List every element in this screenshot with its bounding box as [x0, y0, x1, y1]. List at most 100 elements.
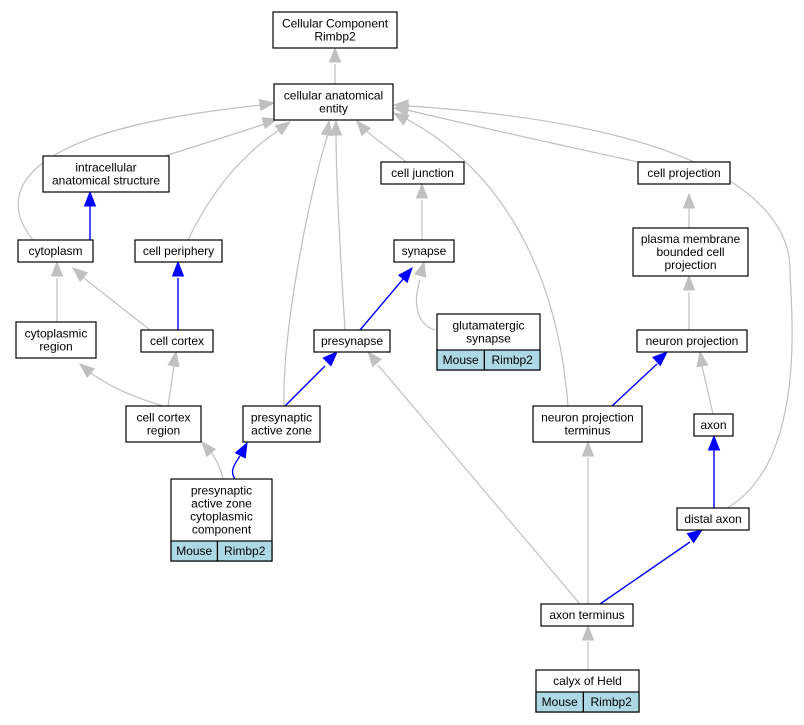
node-box	[17, 239, 94, 263]
is-a-edge	[328, 46, 342, 84]
is-a-edge	[581, 440, 595, 604]
node-box	[393, 239, 455, 263]
edge-line	[599, 541, 691, 605]
is-a-edge	[187, 121, 292, 241]
node-cp[interactable]: cell projection	[637, 161, 731, 185]
node-box	[632, 227, 749, 277]
edge-line	[85, 369, 164, 407]
arrowhead	[322, 351, 338, 367]
edge-line	[415, 279, 436, 331]
node-label: cell projection	[647, 166, 720, 180]
edge-line	[359, 277, 405, 331]
edge-line	[209, 449, 224, 480]
annotation-text: Rimbp2	[492, 353, 534, 367]
node-box	[42, 155, 170, 193]
edge-line	[701, 365, 714, 415]
node-box	[273, 83, 394, 121]
edge-line	[361, 125, 407, 163]
node-box	[15, 321, 97, 359]
part-of-edge	[171, 260, 185, 330]
is-a-edge	[581, 624, 595, 670]
node-cyto[interactable]: cytoplasm	[17, 239, 94, 263]
annotation-cell	[582, 691, 640, 713]
edge-line	[164, 123, 266, 157]
is-a-edge	[392, 112, 569, 407]
node-label: cytoplasm	[28, 244, 82, 258]
is-a-edge	[201, 440, 224, 480]
node-label: cell cortex	[150, 334, 204, 348]
arrowhead	[397, 266, 413, 284]
node-np[interactable]: neuron projection	[636, 329, 748, 353]
arrowhead	[167, 350, 180, 368]
node-box	[532, 405, 643, 443]
node-daxon[interactable]: distal axon	[676, 507, 750, 531]
edge-line	[167, 364, 175, 407]
arrowhead	[652, 351, 669, 367]
is-a-edge	[367, 350, 581, 605]
node-box	[272, 11, 398, 49]
arrowhead	[329, 119, 343, 136]
node-cper[interactable]: cell periphery	[134, 239, 223, 263]
arrowhead	[201, 440, 217, 458]
node-ccortex[interactable]: cell cortex	[140, 329, 214, 353]
is-a-edge	[283, 119, 334, 407]
node-box	[140, 329, 214, 353]
is-a-edge	[415, 182, 429, 240]
node-axon[interactable]: axon	[693, 413, 734, 437]
node-label: cell junction	[391, 166, 454, 180]
annotation-cell	[216, 540, 273, 562]
node-box	[693, 413, 734, 437]
part-of-edge	[359, 266, 413, 331]
node-cj[interactable]: cell junction	[380, 161, 465, 185]
node-label: presynapse	[321, 334, 383, 348]
is-a-edge	[17, 98, 276, 241]
edge-line	[284, 365, 326, 407]
edge-line	[407, 105, 793, 509]
is-a-edge	[164, 117, 279, 157]
arrowhead	[392, 99, 409, 112]
arrowhead	[686, 529, 704, 544]
arrowhead	[328, 46, 342, 63]
node-label: axon	[700, 418, 726, 432]
arrowhead	[261, 117, 279, 130]
arrowhead	[320, 119, 334, 137]
node-box	[380, 161, 465, 185]
node-box	[242, 405, 321, 443]
part-of-edge	[611, 351, 669, 407]
arrowhead	[171, 260, 185, 277]
annotation-cell	[483, 349, 541, 371]
node-label: neuron projection	[646, 334, 739, 348]
edge-line	[79, 274, 151, 331]
annotation-text: Rimbp2	[591, 695, 633, 709]
node-aterm[interactable]: axon terminus	[540, 603, 634, 627]
part-of-edge	[599, 529, 704, 605]
annotation-text: Rimbp2	[224, 544, 266, 558]
node-label: axon terminus	[549, 608, 624, 622]
node-syn[interactable]: synapse	[393, 239, 455, 263]
node-label: distal axon	[684, 512, 741, 526]
node-label: cell periphery	[143, 244, 214, 258]
node-presyn[interactable]: presynapse	[313, 329, 391, 353]
is-a-edge	[414, 260, 436, 331]
node-box	[637, 161, 731, 185]
arrowhead	[367, 350, 383, 368]
